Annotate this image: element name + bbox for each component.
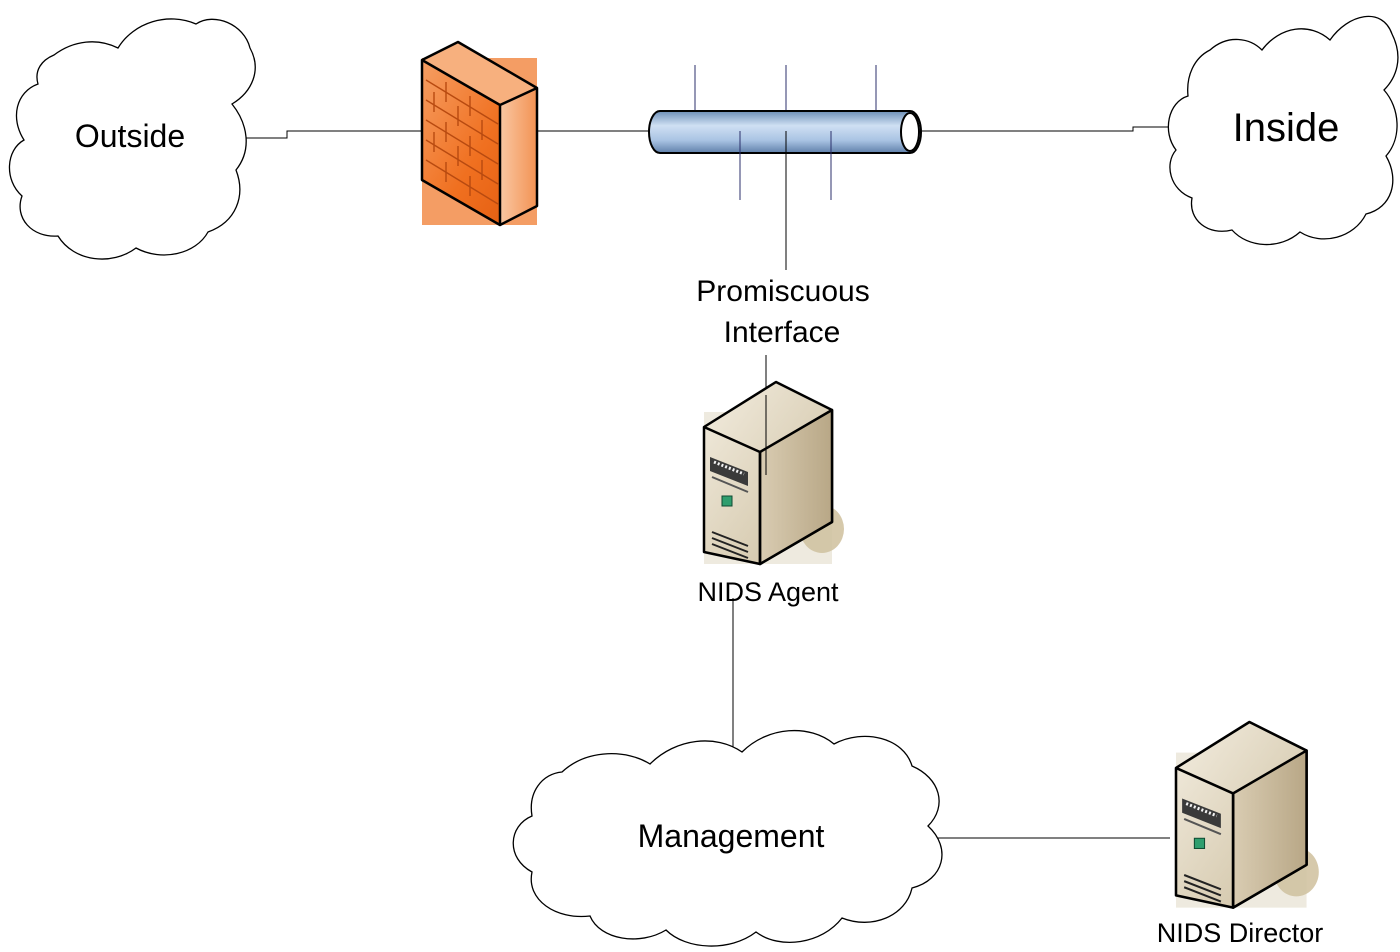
promiscuous-label-line1: Promiscuous bbox=[696, 275, 869, 308]
management-cloud bbox=[512, 729, 943, 947]
nids-agent-server-icon bbox=[702, 380, 846, 566]
link-bus-inside bbox=[922, 126, 1172, 132]
nids-director-server-icon bbox=[1174, 720, 1321, 910]
nids-director-label: NIDS Director bbox=[1157, 918, 1324, 948]
outside-cloud bbox=[8, 18, 256, 260]
network-bus-icon bbox=[648, 65, 922, 200]
link-outside-firewall bbox=[232, 130, 423, 139]
management-label: Management bbox=[638, 818, 825, 854]
firewall-icon bbox=[420, 40, 539, 227]
nids-agent-label: NIDS Agent bbox=[697, 577, 839, 607]
outside-label: Outside bbox=[75, 118, 185, 154]
promiscuous-label-line2: Interface bbox=[724, 316, 841, 349]
inside-label: Inside bbox=[1233, 106, 1340, 150]
inside-cloud bbox=[1167, 15, 1399, 246]
